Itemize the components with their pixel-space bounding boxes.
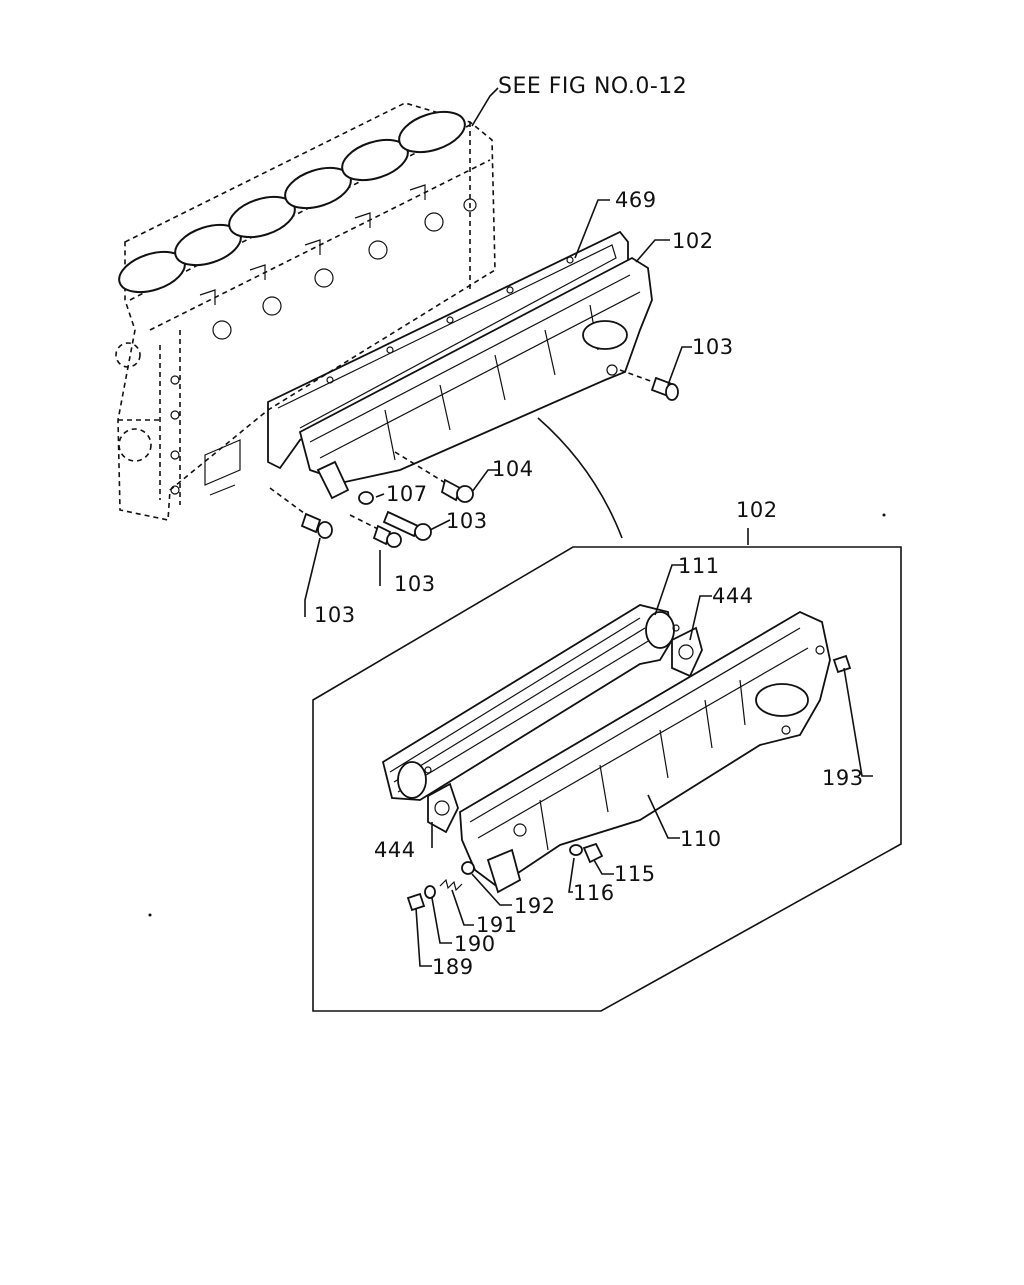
callout-444-left: 444: [374, 838, 416, 862]
detail-box: [312, 546, 902, 1012]
callout-192: 192: [514, 894, 556, 918]
callout-104: 104: [492, 457, 534, 481]
callout-111: 111: [678, 554, 720, 578]
callout-116: 116: [573, 881, 615, 905]
callout-103-left: 103: [314, 603, 356, 627]
callout-115: 115: [614, 862, 656, 886]
fasteners-upper: [269, 369, 679, 548]
cylinder-bore-6: [398, 110, 466, 154]
callout-102-top: 102: [672, 229, 714, 253]
labels: SEE FIG NO.0-12 469 102 103 104 107 103 …: [314, 74, 864, 979]
oil-cooler-upper: [298, 256, 653, 500]
callout-102-box: 102: [736, 498, 778, 522]
callout-444-top: 444: [712, 584, 754, 608]
gaskets-444: [427, 626, 703, 834]
callout-193: 193: [822, 766, 864, 790]
callout-103-mid: 103: [446, 509, 488, 533]
callout-190: 190: [454, 932, 496, 956]
fasteners-detail: [406, 654, 852, 912]
callout-103-right: 103: [692, 335, 734, 359]
cover-boss: [582, 320, 628, 350]
leader-lines: [304, 87, 873, 967]
callout-103-low: 103: [394, 572, 436, 596]
see-figure-reference: SEE FIG NO.0-12: [498, 74, 687, 99]
cooler-element-111: [381, 604, 680, 801]
callout-191: 191: [476, 913, 518, 937]
speck: [882, 513, 886, 517]
engine-block: [115, 102, 496, 521]
callout-469: 469: [615, 188, 657, 212]
callout-107: 107: [386, 482, 428, 506]
detail-arc: [537, 417, 623, 539]
cooler-body-110: [459, 610, 831, 894]
callout-110: 110: [680, 827, 722, 851]
speck: [148, 913, 152, 917]
outlet-boss: [755, 683, 809, 717]
callout-189: 189: [432, 955, 474, 979]
